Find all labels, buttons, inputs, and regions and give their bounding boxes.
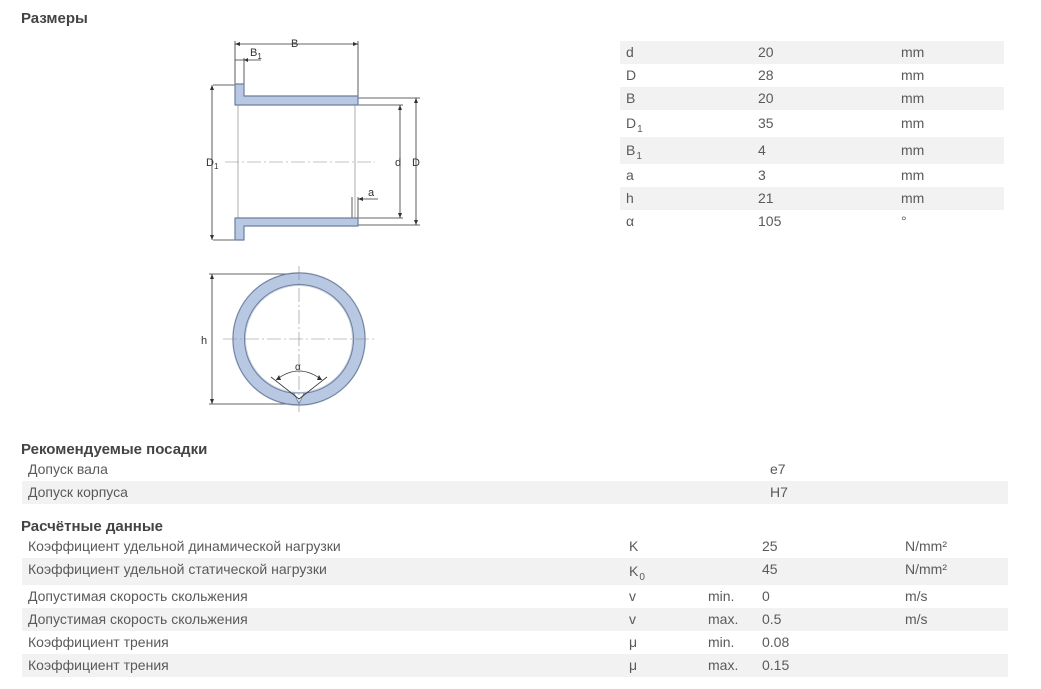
dim-name: a: [626, 167, 634, 183]
table-row: B1 4 mm: [620, 137, 1004, 164]
table-row: Допустимая скорость скольжения v max. 0.…: [22, 608, 1008, 631]
fit-value: e7: [770, 461, 786, 477]
fits-table: Допуск вала e7 Допуск корпуса H7: [22, 458, 1008, 504]
dimensions-table: d 20 mm D 28 mm B 20 mm D1 35 mm B1 4 mm…: [620, 41, 1004, 233]
svg-text:D: D: [412, 157, 420, 169]
svg-text:h: h: [201, 335, 207, 347]
svg-text:B: B: [291, 38, 298, 50]
table-row: Коэффициент трения μ max. 0.15: [22, 654, 1008, 677]
dim-name: h: [626, 190, 634, 206]
dim-unit: °: [901, 213, 907, 229]
dim-name: B1: [626, 142, 642, 162]
dim-unit: mm: [901, 90, 925, 106]
section-title-calc: Расчётные данные: [21, 518, 164, 535]
dim-unit: mm: [901, 142, 925, 158]
calc-unit: N/mm²: [905, 561, 947, 577]
svg-text:d: d: [395, 157, 401, 169]
dim-name: d: [626, 44, 634, 60]
section-title-dimensions: Размеры: [21, 10, 88, 27]
calc-symbol: v: [629, 611, 636, 627]
calc-value: 45: [762, 561, 778, 577]
table-row: Допустимая скорость скольжения v min. 0 …: [22, 585, 1008, 608]
svg-text:B1: B1: [250, 47, 262, 61]
calc-label: Коэффициент трения: [28, 657, 169, 673]
dim-value: 35: [758, 115, 774, 131]
svg-text:α: α: [295, 362, 301, 373]
calc-value: 0.15: [762, 657, 790, 673]
calc-label: Допустимая скорость скольжения: [28, 588, 248, 604]
svg-text:a: a: [368, 187, 375, 199]
table-row: d 20 mm: [620, 41, 1004, 64]
table-row: a 3 mm: [620, 164, 1004, 187]
calc-value: 0.08: [762, 634, 790, 650]
calc-symbol: K: [629, 538, 639, 554]
calc-qualifier: min.: [708, 588, 735, 604]
calc-table: Коэффициент удельной динамической нагруз…: [22, 535, 1008, 677]
dim-value: 20: [758, 44, 774, 60]
table-row: B 20 mm: [620, 87, 1004, 110]
dim-value: 105: [758, 213, 782, 229]
calc-label: Коэффициент удельной динамической нагруз…: [28, 538, 341, 554]
svg-text:D1: D1: [206, 157, 219, 171]
flange-wall-bottom: [234, 217, 359, 241]
dim-name: B: [626, 90, 636, 106]
dim-unit: mm: [901, 44, 925, 60]
dim-unit: mm: [901, 115, 925, 131]
dim-name: α: [626, 213, 635, 229]
calc-unit: N/mm²: [905, 538, 947, 554]
calc-value: 0.5: [762, 611, 782, 627]
table-row: Допуск вала e7: [22, 458, 1008, 481]
calc-label: Допустимая скорость скольжения: [28, 611, 248, 627]
section-title-fits: Рекомендуемые посадки: [21, 441, 208, 458]
table-row: Коэффициент удельной динамической нагруз…: [22, 535, 1008, 558]
table-row: D 28 mm: [620, 64, 1004, 87]
dim-unit: mm: [901, 190, 925, 206]
dim-unit: mm: [901, 67, 925, 83]
calc-unit: m/s: [905, 588, 928, 604]
dim-value: 20: [758, 90, 774, 106]
calc-unit: m/s: [905, 611, 928, 627]
table-row: Коэффициент удельной статической нагрузк…: [22, 558, 1008, 585]
calc-symbol: μ: [629, 657, 638, 673]
bushing-front-view-drawing: h α: [201, 266, 375, 412]
calc-qualifier: max.: [708, 611, 739, 627]
bushing-side-view-drawing: B B1 D1 d D a: [206, 38, 420, 241]
fit-label: Допуск вала: [28, 461, 108, 477]
dim-value: 21: [758, 190, 774, 206]
calc-value: 25: [762, 538, 778, 554]
calc-qualifier: min.: [708, 634, 735, 650]
flange-wall-top: [234, 83, 359, 106]
calc-label: Коэффициент удельной статической нагрузк…: [28, 561, 327, 577]
dim-name: D1: [626, 115, 643, 135]
table-row: h 21 mm: [620, 187, 1004, 210]
fit-label: Допуск корпуса: [28, 484, 128, 500]
table-row: α 105 °: [620, 210, 1004, 233]
dim-value: 28: [758, 67, 774, 83]
dim-value: 3: [758, 167, 766, 183]
calc-qualifier: max.: [708, 657, 739, 673]
dim-unit: mm: [901, 167, 925, 183]
calc-symbol: K0: [629, 563, 645, 583]
table-row: D1 35 mm: [620, 110, 1004, 137]
table-row: Допуск корпуса H7: [22, 481, 1008, 504]
dim-value: 4: [758, 142, 766, 158]
calc-label: Коэффициент трения: [28, 634, 169, 650]
table-row: Коэффициент трения μ min. 0.08: [22, 631, 1008, 654]
calc-symbol: v: [629, 588, 636, 604]
calc-value: 0: [762, 588, 770, 604]
dim-name: D: [626, 67, 637, 83]
fit-value: H7: [770, 484, 788, 500]
calc-symbol: μ: [629, 634, 638, 650]
